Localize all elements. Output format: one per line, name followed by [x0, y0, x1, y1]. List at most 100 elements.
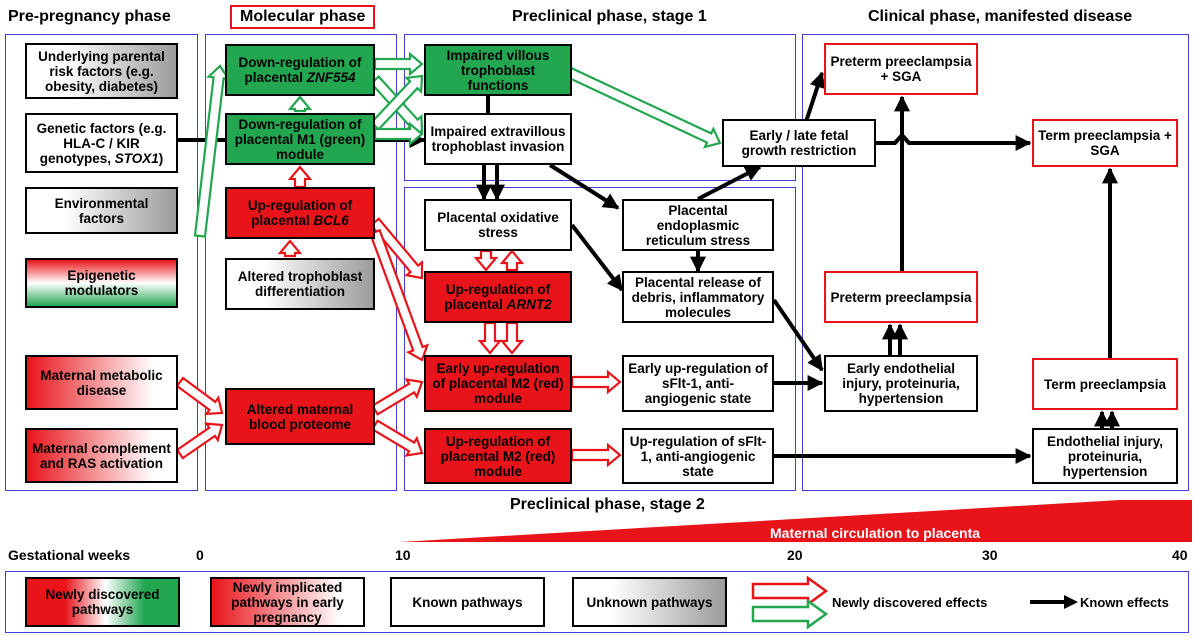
box-genetic-factors: Genetic factors (e.g. HLA-C / KIR genoty… — [25, 113, 178, 173]
znf-gene: ZNF554 — [306, 70, 356, 85]
box-early-endothelial: Early endothelial injury, proteinuria, h… — [824, 355, 978, 412]
box-term: Term preeclampsia — [1032, 358, 1178, 410]
arrow-oxidative-to-debris — [570, 223, 624, 292]
legend-implicated-box: Newly implicated pathways in early pregn… — [210, 577, 365, 627]
arrow-er-stress-to-fgr — [697, 165, 762, 201]
red-arrow-oxidative-to-arnt2 — [473, 249, 499, 272]
circulation-label: Maternal circulation to placenta — [770, 525, 981, 541]
red-arrow-bcl6-to-m1 — [287, 165, 313, 189]
panel-molecular — [205, 34, 397, 491]
label-arnt2: Up-regulation of placental ARNT2 — [430, 282, 566, 312]
label-altered-trophoblast: Altered trophoblast differentiation — [237, 269, 363, 299]
box-oxidative: Placental oxidative stress — [424, 199, 572, 251]
legend-new-effects-label: Newly discovered effects — [832, 595, 988, 610]
box-m1-module: Down-regulation of placental M1 (green) … — [225, 113, 375, 165]
label-extravillous: Impaired extravillous trophoblast invasi… — [430, 124, 566, 154]
red-arrow-altered-trophoblast-to-bcl6 — [277, 239, 303, 258]
panel-stage2 — [404, 187, 796, 491]
panel-prepregnancy — [5, 34, 198, 491]
label-m1-module: Down-regulation of placental M1 (green) … — [234, 116, 366, 162]
heading-clinical: Clinical phase, manifested disease — [868, 8, 1133, 25]
box-proteome: Altered maternal blood proteome — [225, 388, 375, 445]
label-preterm-sga: Preterm preeclampsia + SGA — [830, 54, 972, 84]
tick-30: 30 — [982, 547, 998, 563]
heading-preclinical2: Preclinical phase, stage 2 — [510, 496, 705, 513]
znf-text: Down-regulation of placental — [238, 55, 362, 85]
gestational-weeks-label: Gestational weeks — [8, 547, 131, 563]
box-altered-trophoblast: Altered trophoblast differentiation — [225, 258, 375, 310]
box-environmental: Environmental factors — [25, 187, 178, 234]
red-arrow-complement-to-proteome — [175, 422, 224, 460]
green-arrow-m1-to-extravillous — [373, 121, 424, 147]
legend-new-discovered-box: Newly discovered pathways — [25, 577, 180, 627]
red-arrow-m2-to-sflt — [570, 442, 622, 468]
heading-molecular: Molecular phase — [230, 5, 376, 29]
label-epigenetic: Epigenetic modulators — [64, 268, 139, 298]
label-oxidative: Placental oxidative stress — [437, 210, 559, 240]
box-preterm: Preterm preeclampsia — [824, 271, 978, 323]
label-znf554: Down-regulation of placental ZNF554 — [231, 55, 369, 85]
box-fgr: Early / late fetal growth restriction — [722, 119, 876, 167]
tick-20: 20 — [787, 547, 803, 563]
legend-panel — [5, 571, 1189, 633]
box-epigenetic: Epigenetic modulators — [25, 258, 178, 308]
label-environmental: Environmental factors — [54, 195, 149, 226]
label-term-sga: Term preeclampsia + SGA — [1038, 128, 1172, 158]
green-arrow-m1-to-villous — [369, 74, 424, 131]
bcl6-gene: BCL6 — [313, 213, 349, 228]
red-arrow-proteome-to-m2 — [370, 419, 424, 457]
legend-known-label: Known pathways — [412, 594, 523, 610]
label-metabolic: Maternal metabolic disease — [40, 367, 163, 398]
box-parental-risk: Underlying parental risk factors (e.g. o… — [25, 43, 178, 99]
red-arrow-early-m2-to-early-sflt — [570, 369, 622, 395]
box-early-m2: Early up-regulation of placental M2 (red… — [424, 355, 572, 412]
box-arnt2: Up-regulation of placental ARNT2 — [424, 271, 572, 323]
box-znf554: Down-regulation of placental ZNF554 — [225, 44, 375, 96]
label-parental-risk: Underlying parental risk factors (e.g. o… — [38, 48, 165, 94]
red-arrow-arnt2-to-oxidative — [499, 249, 525, 272]
box-debris: Placental release of debris, inflammator… — [622, 271, 774, 323]
label-er-stress: Placental endoplasmic reticulum stress — [645, 202, 751, 248]
red-arrow-arnt2-to-early-m2-a — [477, 321, 503, 355]
green-arrow-environmental-to-znf554 — [193, 64, 231, 238]
box-endothelial: Endothelial injury, proteinuria, hyperte… — [1032, 428, 1178, 484]
heading-preclinical1: Preclinical phase, stage 1 — [512, 8, 707, 25]
label-debris: Placental release of debris, inflammator… — [631, 274, 765, 320]
red-arrow-proteome-to-early-m2 — [370, 378, 424, 416]
green-arrow-villous-to-fgr — [564, 66, 722, 149]
label-villous: Impaired villous trophoblast functions — [446, 47, 550, 93]
label-preterm: Preterm preeclampsia — [830, 289, 972, 305]
red-arrow-metabolic-to-proteome — [175, 376, 224, 416]
arnt2-gene: ARNT2 — [506, 297, 552, 312]
box-metabolic: Maternal metabolic disease — [25, 355, 178, 410]
label-term: Term preeclampsia — [1043, 376, 1167, 392]
arrow-fgr-to-term-sga — [876, 131, 1032, 151]
box-preterm-sga: Preterm preeclampsia + SGA — [824, 43, 978, 95]
arrow-extravillous-to-er-stress — [548, 163, 620, 210]
legend-implicated-label: Newly implicated pathways in early pregn… — [231, 579, 344, 625]
legend-unknown-label: Unknown pathways — [586, 594, 713, 610]
bcl6-text: Up-regulation of placental — [247, 198, 353, 228]
label-m2: Up-regulation of placental M2 (red) modu… — [440, 433, 556, 479]
red-arrow-bcl6-to-early-m2 — [368, 228, 430, 362]
label-bcl6: Up-regulation of placental BCL6 — [231, 198, 369, 228]
tick-10: 10 — [395, 547, 411, 563]
red-arrow-arnt2-to-early-m2-b — [499, 321, 525, 355]
tick-0: 0 — [196, 547, 204, 563]
red-arrow-bcl6-to-arnt2 — [369, 217, 424, 280]
panel-clinical — [802, 34, 1189, 491]
arnt2-text: Up-regulation of placental — [444, 282, 551, 312]
legend-unknown-box: Unknown pathways — [572, 577, 727, 627]
box-term-sga: Term preeclampsia + SGA — [1032, 119, 1178, 167]
genetic-text-a: Genetic factors (e.g. HLA-C / KIR genoty… — [36, 120, 167, 166]
tick-40: 40 — [1172, 547, 1188, 563]
label-early-sflt: Early up-regulation of sFlt-1, anti-angi… — [628, 361, 768, 406]
box-early-sflt: Early up-regulation of sFlt-1, anti-angi… — [622, 355, 774, 412]
label-proteome: Altered maternal blood proteome — [246, 401, 354, 432]
label-genetic-factors: Genetic factors (e.g. HLA-C / KIR genoty… — [31, 121, 172, 166]
box-complement: Maternal complement and RAS activation — [25, 428, 178, 483]
label-sflt: Up-regulation of sFlt-1, anti-angiogenic… — [629, 433, 767, 479]
legend-known-effect-arrow — [1030, 595, 1078, 609]
box-villous: Impaired villous trophoblast functions — [424, 44, 572, 96]
